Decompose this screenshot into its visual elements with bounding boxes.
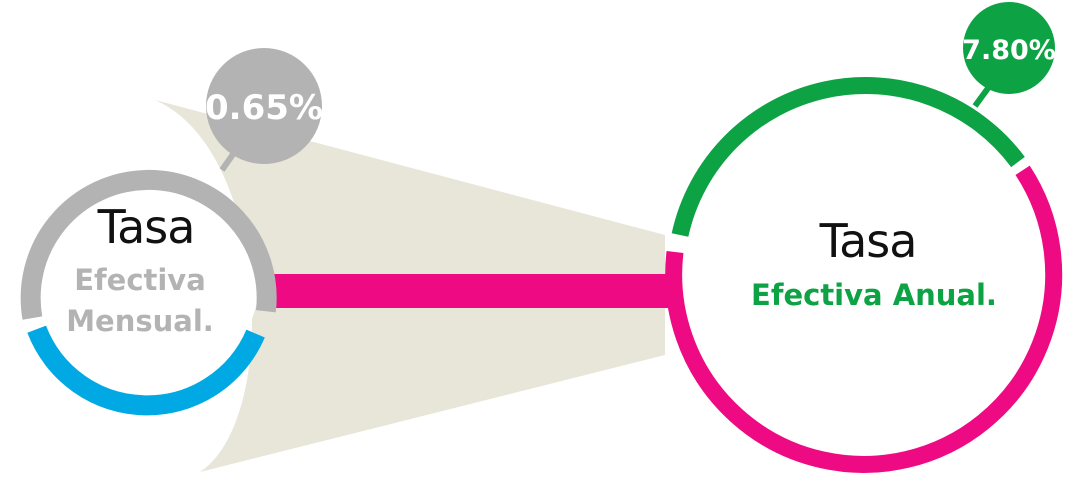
right-ring-magenta-segment [665,165,1063,473]
left-ring-blue-segment [27,325,265,416]
right-badge-value: 7.80% [962,35,1056,66]
right-node: Tasa Efectiva Anual. 7.80% [665,2,1063,473]
right-ring-green-segment [671,77,1025,237]
right-node-subtitle: Efectiva Anual. [751,278,997,312]
left-ring-gray-segment [20,169,277,320]
right-circle-fill [684,96,1048,460]
right-badge [963,2,1055,94]
left-node-title: Tasa [97,200,195,254]
right-node-title: Tasa [819,214,917,268]
left-circle-fill [24,158,260,394]
left-badge [206,48,322,164]
left-badge-value: 0.65% [205,88,323,128]
left-node: Tasa Efectiva Mensual. 0.65% [20,48,323,416]
left-node-line1: Efectiva [74,263,206,297]
left-node-line2: Mensual. [66,304,214,338]
connector-bar [268,274,680,308]
